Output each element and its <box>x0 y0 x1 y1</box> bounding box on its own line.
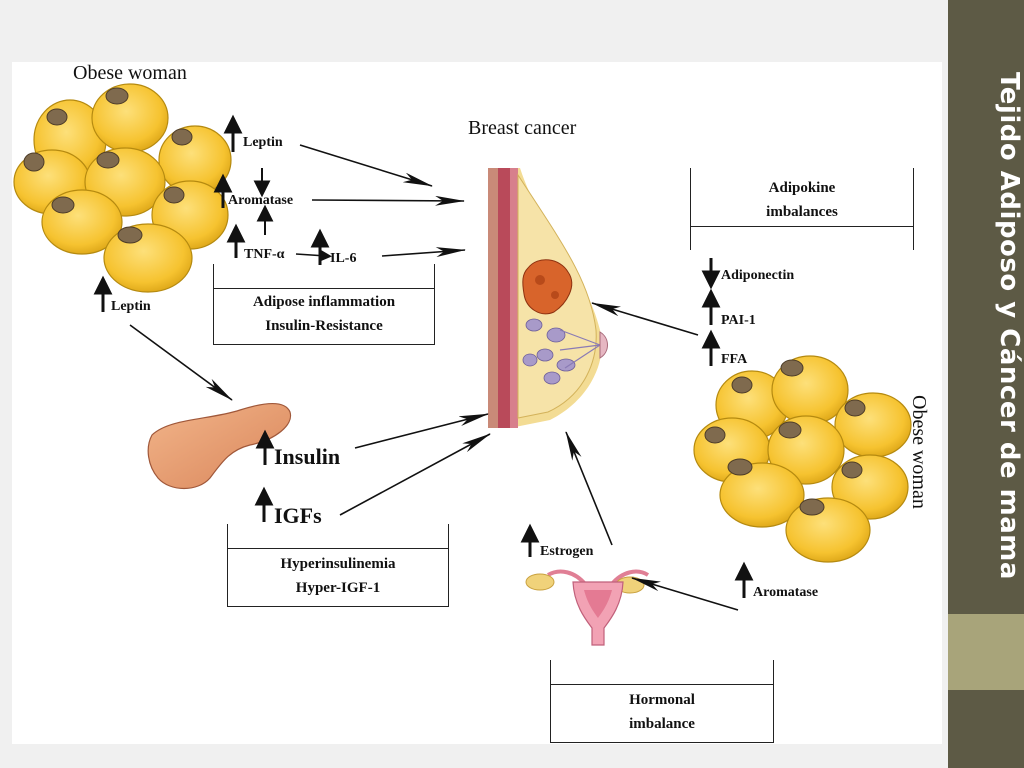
pancreas-illustration <box>147 402 292 489</box>
aromatase-right-label: Aromatase <box>753 585 819 600</box>
obese-woman-right-label: Obese woman <box>908 395 930 509</box>
adipokine-divider <box>690 226 914 227</box>
hormonal-line1: Hormonal <box>629 692 695 708</box>
obese-woman-left-label: Obese woman <box>73 62 187 84</box>
inflammation-box: Adipose inflammation Insulin-Resistance <box>213 264 435 345</box>
hormonal-divider <box>550 684 774 685</box>
sidebar-title-area: Tejido Adiposo y Cáncer de mama <box>948 0 1024 614</box>
adipokine-line2: imbalances <box>766 204 838 220</box>
aromatase-left-label: Aromatase <box>228 193 294 208</box>
leptin-top-label: Leptin <box>243 135 283 150</box>
hyper-divider <box>227 548 449 549</box>
hyper-line1: Hyperinsulinemia <box>280 556 396 572</box>
inflammation-line1: Adipose inflammation <box>252 294 396 310</box>
estrogen-label: Estrogen <box>540 544 594 559</box>
igfs-label: IGFs <box>274 503 322 528</box>
inflammation-line2: Insulin-Resistance <box>265 318 383 334</box>
hyperinsulinemia-box: Hyperinsulinemia Hyper-IGF-1 <box>227 524 449 607</box>
adipokine-line1: Adipokine <box>768 180 836 196</box>
sidebar-accent-block <box>948 614 1024 690</box>
uterus-illustration <box>525 569 650 646</box>
ffa-label: FFA <box>721 352 748 367</box>
arrows <box>129 144 739 611</box>
regulation-arrows <box>93 114 754 598</box>
hormonal-box: Hormonal imbalance <box>550 660 774 743</box>
insulin-label: Insulin <box>274 444 341 469</box>
adiponectin-label: Adiponectin <box>721 268 795 283</box>
fat-cells-right <box>693 355 912 563</box>
slide-title: Tejido Adiposo y Cáncer de mama <box>994 72 1024 580</box>
hormonal-line2: imbalance <box>629 716 695 732</box>
hyper-line2: Hyper-IGF-1 <box>295 580 381 596</box>
breast-cross-section <box>488 168 608 428</box>
adipokine-box: Adipokine imbalances <box>690 168 914 250</box>
diagram-graphics <box>13 83 912 646</box>
tnf-alpha-label: TNF-α <box>244 247 285 262</box>
leptin-left-label: Leptin <box>111 299 151 314</box>
il6-label: IL-6 <box>330 251 357 266</box>
inflammation-divider <box>213 288 435 289</box>
breast-cancer-label: Breast cancer <box>468 117 577 139</box>
pai1-label: PAI-1 <box>721 313 756 328</box>
fat-cells-left <box>13 83 232 293</box>
